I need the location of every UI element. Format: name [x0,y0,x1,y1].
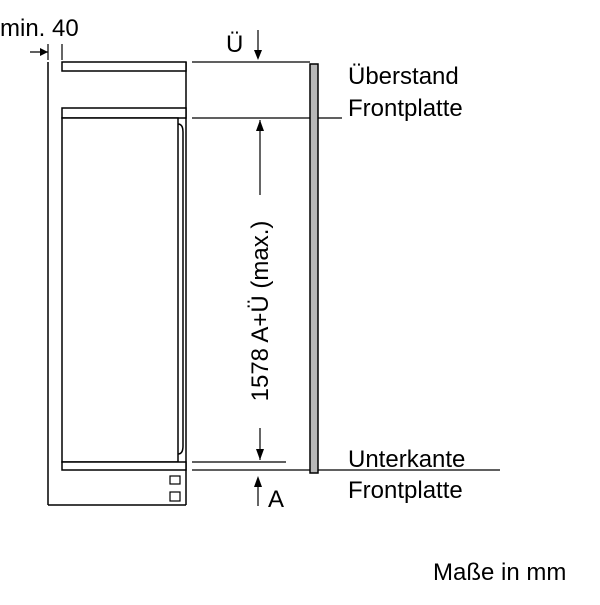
appliance-bottom-plate [61,461,187,471]
foot-upper [169,475,181,485]
min-gap-arrowhead [40,48,48,56]
front-panel [309,63,319,474]
bottom-arrowhead [254,476,262,487]
foot-lower [169,491,181,502]
label-bottom-line1: Unterkante [348,446,465,473]
height-dim-arrowhead-top [256,120,264,131]
height-dimension-label: 1578 A+Ü (max.) [247,221,274,402]
bottom-indicator: A [254,476,284,513]
min-gap-label: min. 40 [0,15,79,42]
height-dim-arrowhead-bottom [256,449,264,460]
appliance-top-cap [61,107,187,119]
label-overhang-line1: Überstand [348,63,459,90]
min-gap-dimension: min. 40 [0,15,79,60]
niche-outline [47,62,187,506]
label-bottom-line2: Frontplatte [348,477,463,504]
overhang-indicator: Ü [226,30,262,60]
overhang-arrowhead [254,50,262,60]
top-board [61,61,187,72]
appliance-body [61,117,179,463]
label-overhang-line2: Frontplatte [348,95,463,122]
units-note: Maße in mm [433,559,566,586]
appliance [61,107,187,502]
height-dimension: 1578 A+Ü (max.) [247,120,274,460]
overhang-letter: Ü [226,31,243,58]
appliance-door-edge [177,123,184,455]
bottom-letter: A [268,486,284,513]
